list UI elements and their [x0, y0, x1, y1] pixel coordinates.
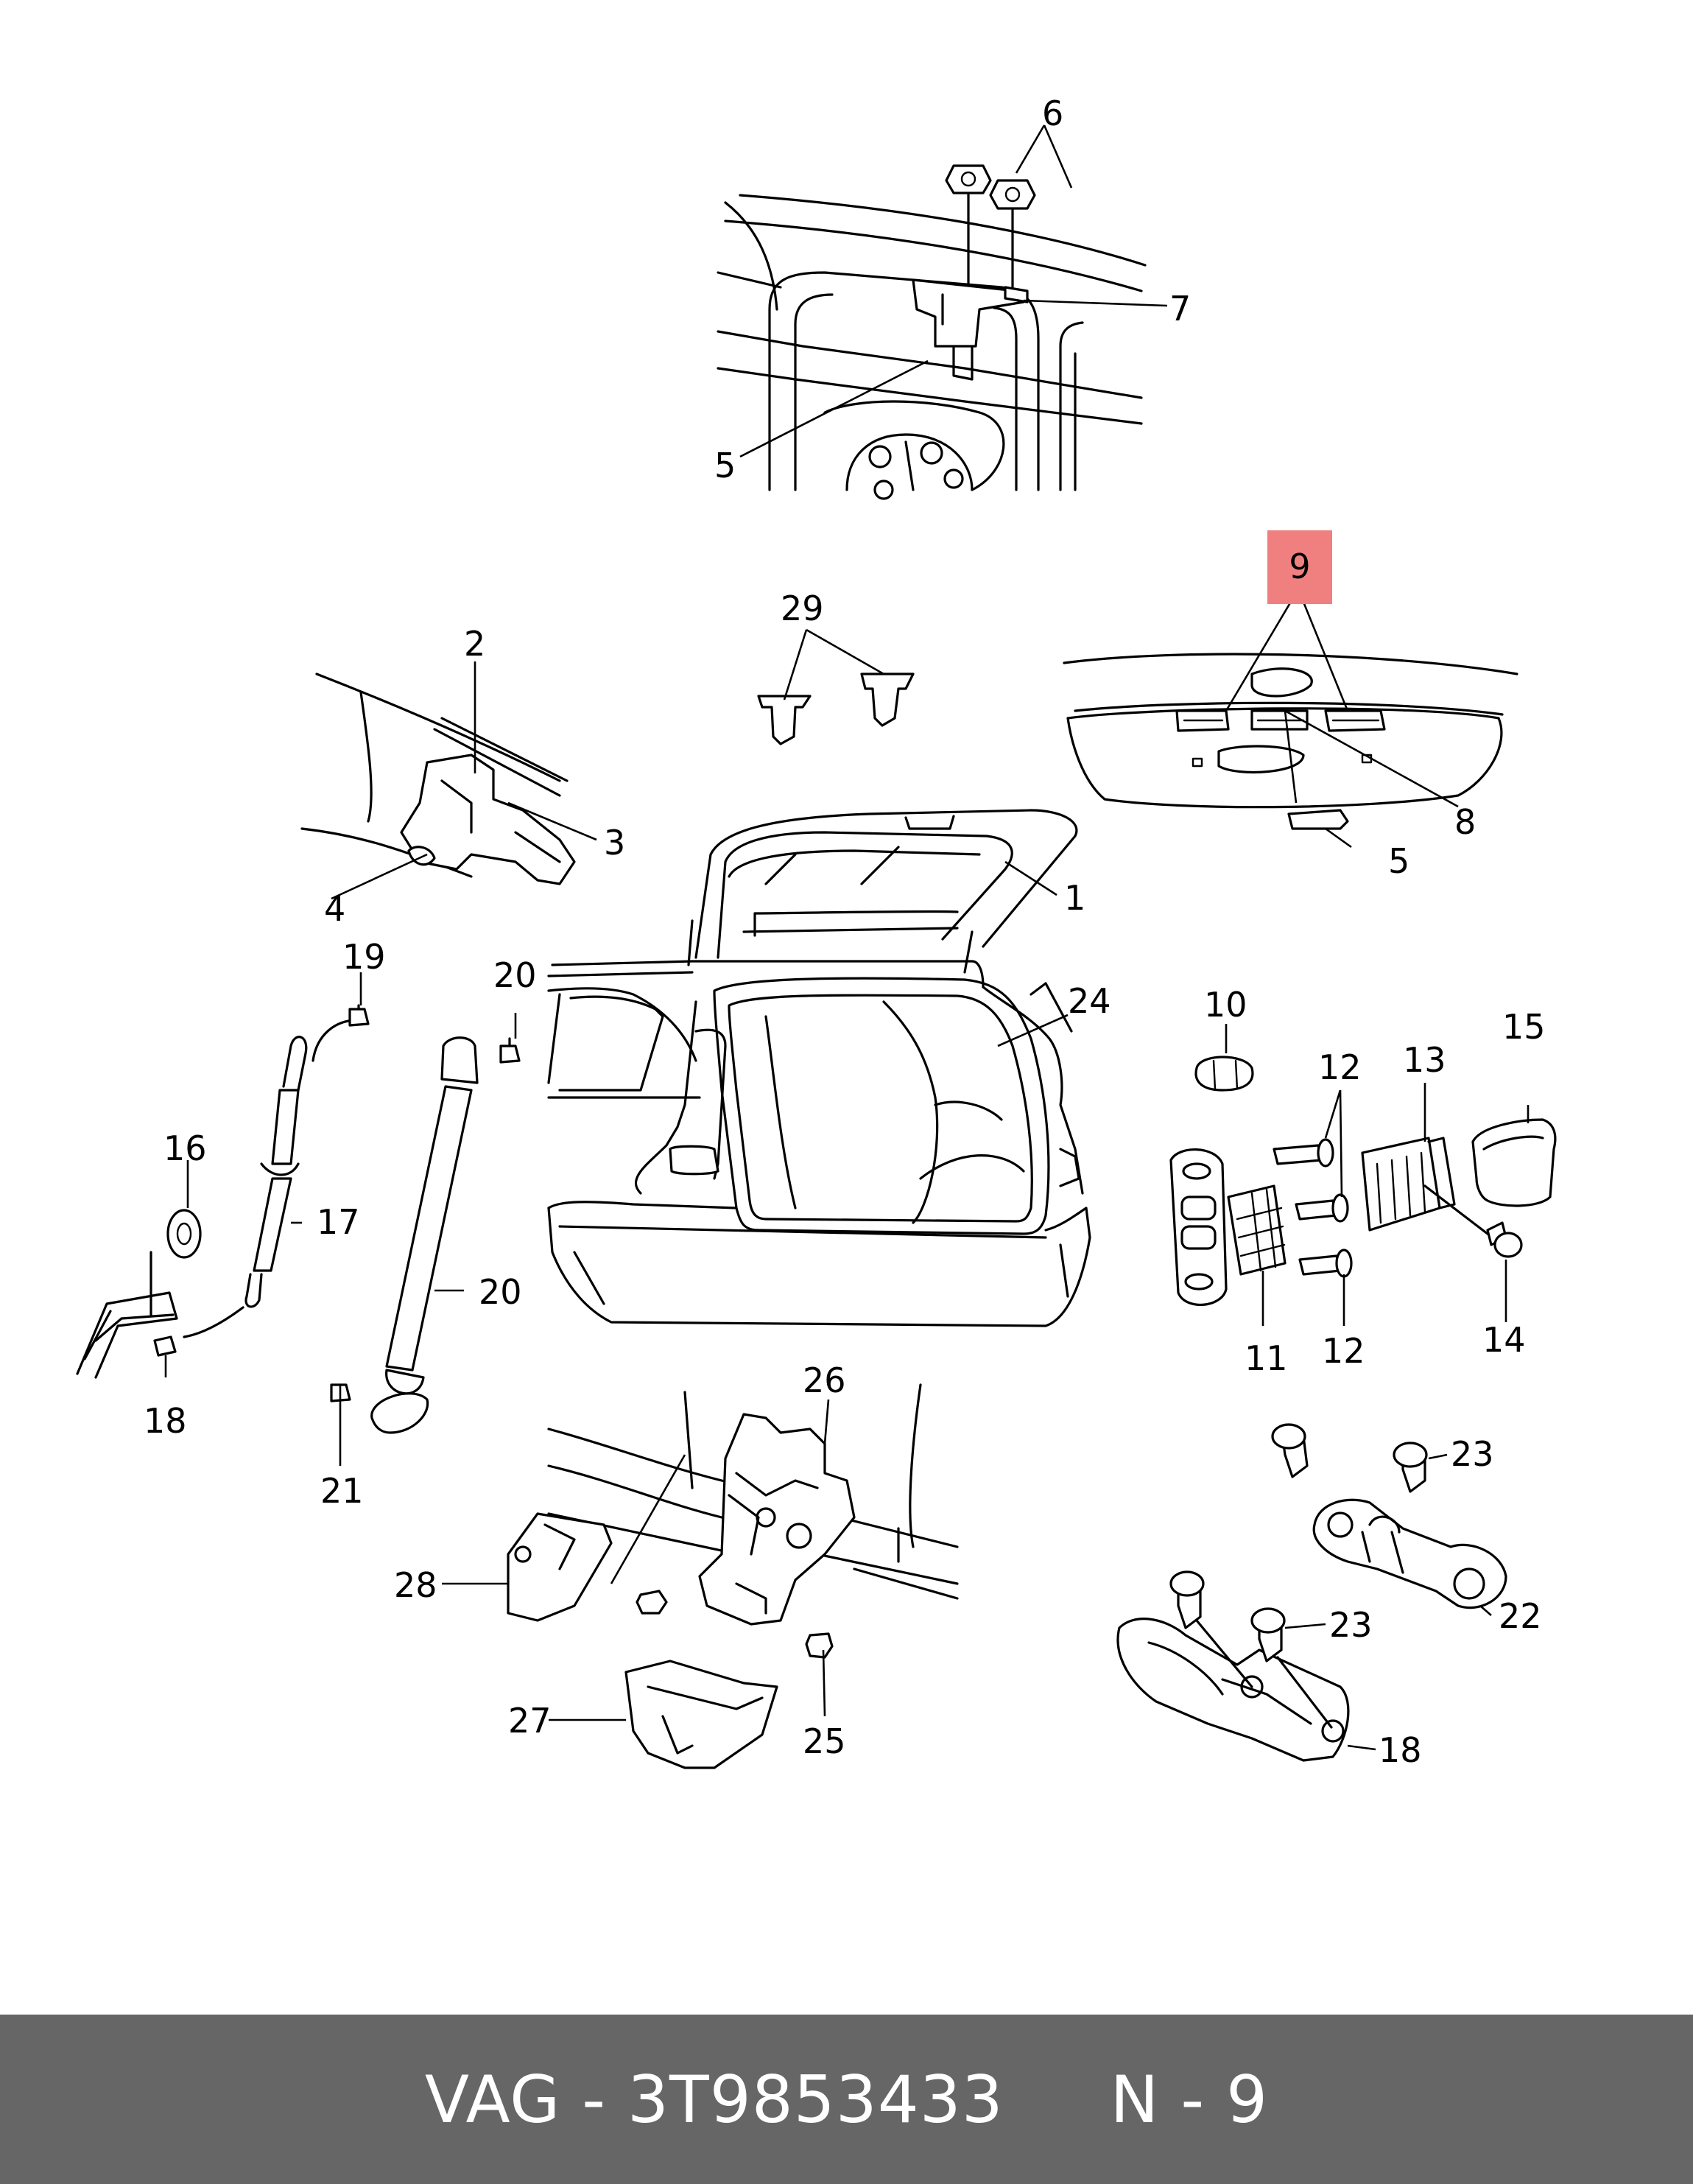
callout-20-bottom: 21	[320, 1471, 364, 1511]
callout-17: 17	[317, 1202, 360, 1242]
callout-8: 8	[1454, 802, 1476, 842]
leader-lines	[164, 124, 1530, 1751]
callout-9: 9	[1289, 547, 1310, 586]
callout-5-right: 5	[1388, 841, 1409, 881]
callout-29: 29	[781, 589, 824, 628]
part-9-highlight	[1267, 530, 1332, 604]
callout-23-top: 23	[1451, 1434, 1494, 1474]
callout-18-bottom: 18	[144, 1401, 187, 1441]
callout-23-bottom: 23	[1329, 1605, 1373, 1645]
callout-22: 22	[1499, 1596, 1542, 1636]
struts-drawing	[76, 1004, 521, 1434]
callout-14: 14	[1482, 1320, 1526, 1360]
clips-drawing	[757, 673, 915, 745]
callout-12-top: 12	[1318, 1047, 1362, 1087]
callout-6: 7	[1169, 289, 1191, 329]
striker-drawing	[1116, 1423, 1507, 1762]
car-rear-drawing	[547, 809, 1091, 1327]
hinge-detail-drawing	[717, 164, 1147, 500]
part-number-footer: VAG - 3T9853433 N - 9	[0, 2015, 1693, 2184]
callout-20-top: 20	[493, 955, 537, 995]
callout-12-bottom: 12	[1322, 1331, 1365, 1371]
callout-19: 20	[479, 1272, 522, 1312]
parts-diagram: 6 7 5 9 29 2 3 4 8 5 1 19 20 24 10 15 12…	[76, 94, 1557, 1770]
lock-assembly-drawing	[507, 1383, 959, 1769]
callout-1: 1	[1064, 878, 1085, 918]
callout-25: 25	[803, 1721, 846, 1761]
callout-5-top: 5	[714, 446, 736, 485]
buffers-drawing	[1169, 1056, 1557, 1307]
callout-4: 4	[324, 889, 345, 929]
callout-13: 13	[1403, 1040, 1446, 1080]
callout-28: 24	[1068, 981, 1111, 1021]
callout-10: 10	[1204, 985, 1247, 1025]
callout-21: 18	[1379, 1730, 1422, 1770]
callout-3: 3	[604, 823, 625, 863]
part-number-text: VAG - 3T9853433 N - 9	[424, 2061, 1269, 2138]
callout-7: 6	[1042, 94, 1063, 133]
callout-11: 11	[1245, 1338, 1288, 1378]
callout-18-top: 19	[342, 937, 386, 977]
callout-16: 16	[163, 1128, 207, 1168]
callout-labels: 6 7 5 9 29 2 3 4 8 5 1 19 20 24 10 15 12…	[144, 94, 1546, 1770]
callout-26: 27	[508, 1701, 552, 1741]
callout-27: 28	[394, 1565, 437, 1605]
callout-15: 15	[1502, 1007, 1546, 1047]
callout-24: 26	[803, 1360, 846, 1400]
callout-2: 2	[464, 624, 485, 664]
upper-hinge-drawing	[300, 673, 576, 885]
handle-trim-drawing	[1063, 653, 1518, 830]
